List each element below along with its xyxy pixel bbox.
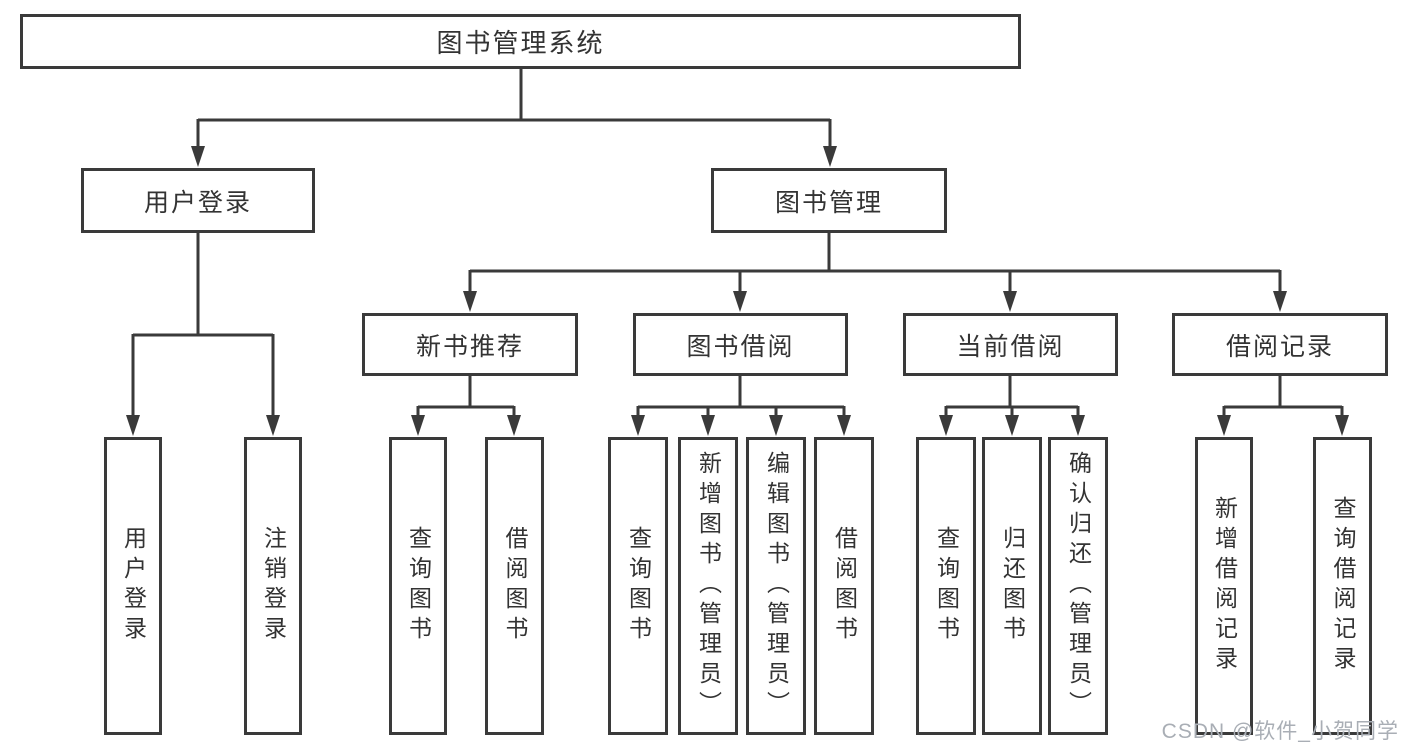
node-label: 查询图书 [405,526,432,646]
leaf-query-books: 查询图书 [608,437,668,735]
arrowhead-icons [126,146,1349,436]
leaf-confirm-return-admin: 确认归还（管理员） [1048,437,1108,735]
node-label: 查询图书 [933,526,960,646]
node-label: 借阅记录 [1225,332,1334,361]
leaf-add-borrow-record: 新增借阅记录 [1195,437,1253,735]
leaf-edit-books-admin: 编辑图书（管理员） [746,437,806,735]
node-label: 用户登录 [143,188,252,217]
node-label: 编辑图书（管理员） [763,451,790,721]
csdn-watermark: CSDN @软件_小贺同学 [1161,720,1399,743]
node-label: 图书管理系统 [436,28,605,58]
node-label: 借阅图书 [502,526,528,646]
leaf-query-books-current: 查询图书 [916,437,976,735]
node-borrow-records: 借阅记录 [1172,313,1388,376]
leaf-query-books-recommend: 查询图书 [389,437,447,735]
node-label: 新书推荐 [415,332,524,361]
node-label: 用户登录 [120,526,147,646]
node-label: 图书管理 [774,188,883,217]
node-label: 新增图书（管理员） [695,451,722,721]
node-label: 图书借阅 [686,332,795,361]
node-label: 借阅图书 [831,526,858,646]
node-label: 查询图书 [625,526,652,646]
node-book-management: 图书管理 [711,168,947,233]
leaf-return-books: 归还图书 [982,437,1042,735]
node-new-book-recommend: 新书推荐 [362,313,578,376]
node-user-login: 用户登录 [81,168,315,233]
node-label: 查询借阅记录 [1330,496,1356,676]
leaf-user-login: 用户登录 [104,437,162,735]
node-system-root: 图书管理系统 [20,14,1021,69]
node-label: 确认归还（管理员） [1065,451,1092,721]
leaf-query-borrow-record: 查询借阅记录 [1313,437,1372,735]
node-current-borrow: 当前借阅 [903,313,1118,376]
leaf-borrow-books: 借阅图书 [814,437,874,735]
node-label: 注销登录 [260,526,287,646]
node-label: 当前借阅 [956,332,1065,361]
node-label: 归还图书 [999,526,1026,646]
leaf-logout: 注销登录 [244,437,302,735]
node-book-borrow: 图书借阅 [633,313,848,376]
leaf-add-books-admin: 新增图书（管理员） [678,437,738,735]
leaf-borrow-books-recommend: 借阅图书 [485,437,544,735]
node-label: 新增借阅记录 [1211,496,1238,676]
